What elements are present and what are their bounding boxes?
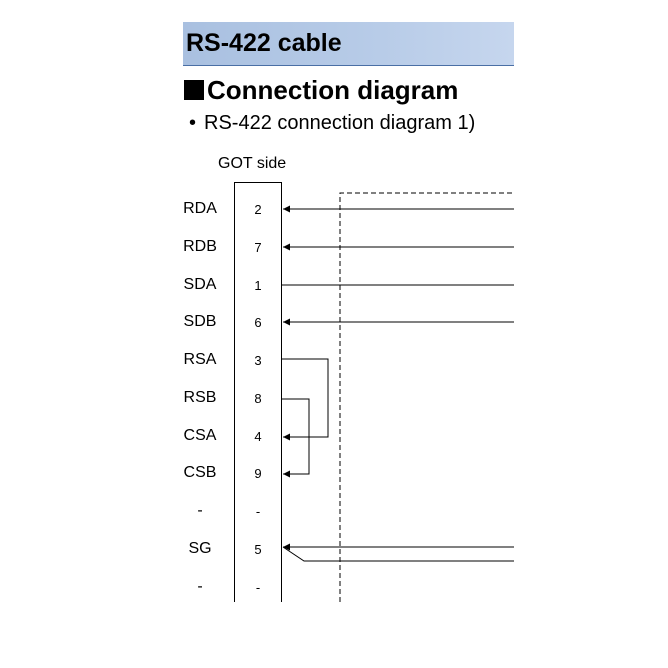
- pin-number-csb: 9: [254, 466, 262, 481]
- pin-number-rsa: 3: [254, 353, 262, 368]
- cable-boundary-dashed: [339, 192, 514, 602]
- section-heading: Connection diagram: [184, 75, 458, 106]
- signal-label-rsb: RSB: [183, 389, 217, 406]
- diagram-caption: • RS-422 connection diagram 1): [189, 112, 475, 135]
- diagram-caption-text: RS-422 connection diagram 1): [204, 112, 476, 134]
- loop-rsb-csb: [282, 398, 310, 478]
- pin-number-sda: 1: [254, 278, 262, 293]
- signal-label-unused-2: -: [197, 578, 203, 595]
- got-side-label: GOT side: [218, 155, 287, 172]
- signal-label-unused-1: -: [197, 502, 203, 519]
- signal-label-rdb: RDB: [183, 238, 217, 255]
- signal-label-csa: CSA: [183, 427, 217, 444]
- pin-number-sg: 5: [254, 542, 262, 557]
- connector-pin-box: [234, 182, 282, 602]
- signal-label-rsa: RSA: [183, 351, 217, 368]
- pin-number-rdb: 7: [254, 240, 262, 255]
- pin-number-rda: 2: [254, 202, 262, 217]
- square-bullet-icon: [184, 80, 204, 100]
- signal-label-csb: CSB: [183, 464, 217, 481]
- signal-label-rda: RDA: [183, 200, 217, 217]
- title-bar: RS-422 cable: [183, 22, 514, 66]
- bullet-icon: •: [189, 112, 197, 134]
- pin-number-rsb: 8: [254, 391, 262, 406]
- signal-label-sdb: SDB: [183, 313, 217, 330]
- signal-label-sda: SDA: [183, 276, 217, 293]
- pin-number-csa: 4: [254, 429, 262, 444]
- pin-number-unused-2: -: [255, 580, 261, 595]
- wire-sg-lower: [282, 546, 514, 562]
- pin-number-unused-1: -: [255, 504, 261, 519]
- loop-rsa-csa: [282, 358, 329, 441]
- section-heading-text: Connection diagram: [207, 75, 459, 105]
- pin-number-sdb: 6: [254, 315, 262, 330]
- page-title: RS-422 cable: [186, 29, 342, 57]
- signal-label-sg: SG: [188, 540, 212, 557]
